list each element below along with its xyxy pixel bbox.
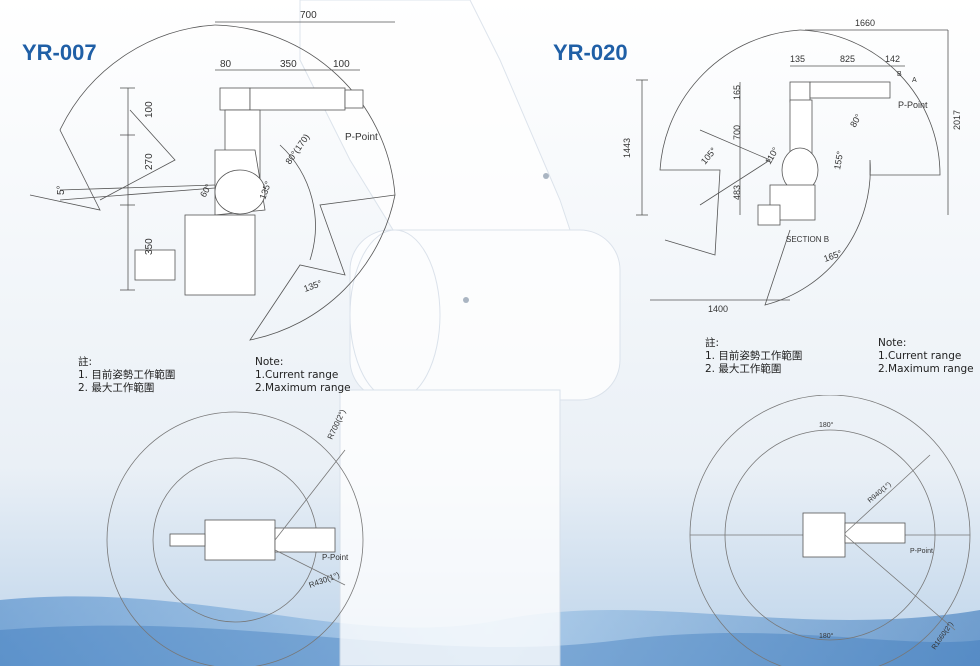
top-view-p-point: P-Point: [322, 553, 349, 562]
model-title-yr020: YR-020: [553, 40, 628, 65]
angle-5: 5°: [56, 185, 67, 195]
note-heading: 註:: [78, 356, 93, 368]
angle-105: 105°: [699, 145, 719, 166]
section-b-label: SECTION B: [786, 235, 829, 244]
dim-700-right: 700: [732, 125, 742, 140]
yr007-max-range-arc: [214, 24, 396, 341]
note-heading: 註:: [705, 337, 720, 349]
angle-155: 155°: [832, 150, 845, 170]
yr020-max-range-arc: [764, 29, 941, 306]
top-view-180-bottom: 180°: [819, 632, 834, 640]
dim-142: 142: [885, 54, 900, 64]
dim-825: 825: [840, 54, 855, 64]
background-robot: [299, 0, 621, 666]
dim-1443: 1443: [622, 138, 632, 158]
dim-80: 80: [220, 59, 232, 70]
note-line-1: 1.Current range: [255, 369, 339, 381]
dim-270: 270: [144, 153, 155, 170]
note-line-2: 2.Maximum range: [878, 363, 974, 375]
dim-483: 483: [732, 185, 742, 200]
yr007-note-english: Note: 1.Current range 2.Maximum range: [255, 356, 351, 395]
dim-100-top: 100: [333, 59, 350, 70]
note-line-1: 1. 目前姿勢工作範圍: [78, 369, 176, 381]
dim-700: 700: [300, 10, 317, 21]
angle-80-right: 80°: [848, 112, 864, 129]
top-view-180-top: 180°: [819, 421, 834, 429]
note-line-1: 1. 目前姿勢工作範圍: [705, 350, 803, 362]
note-heading: Note:: [255, 356, 284, 368]
note-line-2: 2. 最大工作範圍: [705, 363, 782, 375]
yr020-note-chinese: 註: 1. 目前姿勢工作範圍 2. 最大工作範圍: [705, 337, 802, 376]
note-line-2: 2. 最大工作範圍: [78, 382, 155, 394]
model-title-yr007: YR-007: [22, 40, 97, 65]
top-view-p-point-right: P-Point: [910, 548, 933, 555]
note-heading: Note:: [878, 337, 907, 349]
dim-1660: 1660: [855, 18, 875, 28]
p-point-label-yr020: P-Point: [898, 100, 928, 110]
letter-a: A: [912, 77, 917, 84]
angle-165: 165°: [822, 248, 843, 264]
dim-135: 135: [790, 54, 805, 64]
yr007-top-view: R700(2°) R430(1°) P-Point: [106, 410, 364, 666]
dim-350-left: 350: [144, 238, 155, 255]
dim-350-top: 350: [280, 59, 297, 70]
dim-100-left: 100: [144, 101, 155, 118]
letter-b: B: [897, 71, 902, 78]
yr020-top-view: 180° 180° R940(1°) R1660(2°) P-Point: [689, 395, 971, 666]
angle-110: 110°: [763, 145, 781, 166]
top-view-r1660: R1660(2°): [930, 620, 955, 651]
dim-2017: 2017: [952, 110, 962, 130]
p-point-label-yr007: P-Point: [345, 132, 378, 143]
note-line-1: 1.Current range: [878, 350, 962, 362]
dim-1400: 1400: [708, 304, 728, 314]
yr020-note-english: Note: 1.Current range 2.Maximum range: [878, 337, 974, 376]
note-line-2: 2.Maximum range: [255, 382, 351, 394]
dim-165: 165: [732, 85, 742, 100]
yr007-note-chinese: 註: 1. 目前姿勢工作範圍 2. 最大工作範圍: [78, 356, 175, 395]
